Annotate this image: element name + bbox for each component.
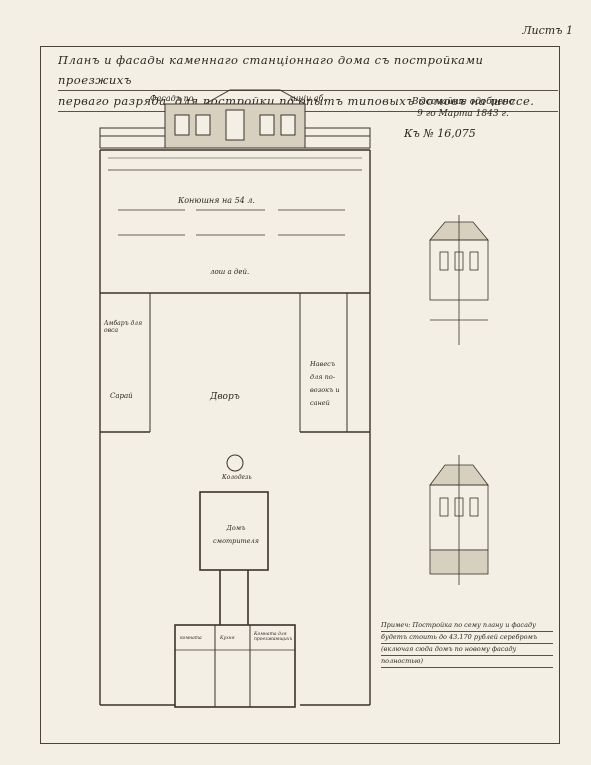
title-line-1: Планъ и фасады каменнаго станціоннаго до… [58,50,558,91]
label-room-2: Кухня [220,636,235,641]
approval-line-2: 9 го Марта 1843 г. [417,109,509,119]
drawing-frame [40,46,560,744]
label-room-3: Комната для проезжающихъ [254,632,293,642]
side-elevation-top [429,215,489,345]
sheet-number: Листъ 1 [522,24,573,37]
label-yard: Дворъ [210,392,240,402]
front-facade [99,89,371,149]
facade-caption-left: Фасадъ по [150,94,194,103]
label-stables: Конюшня на 54 л. [178,196,255,205]
note-line-1: Примеч: Постройка по сему плану и фасаду [381,620,553,632]
label-shed: Амбаръ для овса [104,320,143,334]
approval-stamp: Высочайше одобрено 9 го Марта 1843 г. Къ… [398,96,528,140]
facade-caption-right: линіи аб. [288,94,326,103]
label-barn: Сарай [110,392,133,400]
station-building-plan [174,624,296,708]
approval-number: Къ № 16,075 [404,127,476,140]
drawing-title: Планъ и фасады каменнаго станціоннаго до… [58,50,558,112]
stable-stalls [100,169,370,294]
label-house: Домъ смотрителя [213,524,259,545]
caretaker-house [199,491,269,625]
note-line-2: будетъ стоить до 43.170 рублей серебромъ [381,632,553,644]
label-horses: лош а дей. [210,268,250,276]
side-buildings [100,293,370,433]
note-line-4: полностью) [381,656,553,668]
well-marker [226,454,244,472]
approval-line-1: Высочайше одобрено [411,97,515,107]
construction-note: Примеч: Постройка по сему плану и фасаду… [381,620,553,668]
label-well: Колодезь [222,474,252,481]
label-room-1: комната [180,636,202,641]
label-canopy: Навесъ для по-возокъ и саней [310,360,340,407]
side-elevation-bottom [429,455,489,585]
compound-wall [99,149,371,706]
note-line-3: (включая сюда домъ по новому фасаду [381,644,553,656]
